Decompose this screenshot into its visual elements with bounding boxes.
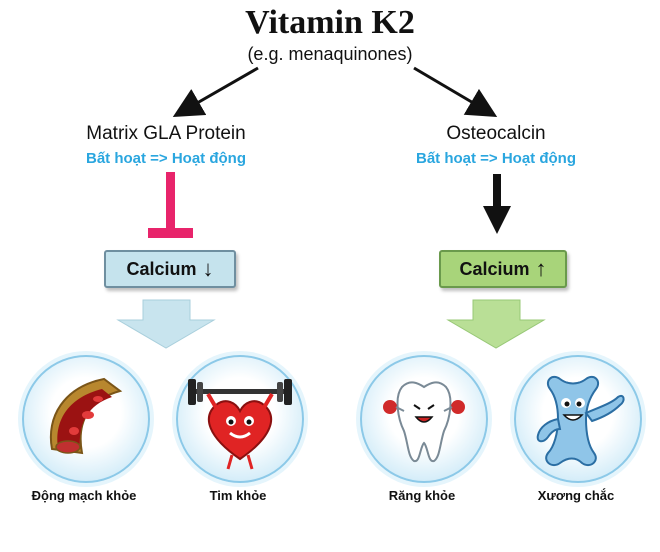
arrow-to-mgp — [172, 66, 259, 117]
mgp-status: Bất hoạt => Hoạt động — [85, 150, 246, 167]
tooth-icon — [383, 381, 465, 463]
right-calcium-label: Calcium — [459, 258, 530, 279]
mgp-title: Matrix GLA Protein — [86, 123, 246, 144]
left-calcium-box: Calcium ↓ — [104, 250, 236, 288]
osteocalcin-status: Bất hoạt => Hoạt động — [415, 150, 576, 167]
inhibition-symbol — [148, 172, 193, 238]
calcium-up-arrow-icon: ↑ — [535, 256, 547, 281]
right-big-arrow — [446, 299, 546, 349]
right-calcium-box: Calcium ↑ — [439, 250, 567, 288]
bone-caption: Xương chắc — [537, 488, 615, 503]
heart-circle — [176, 355, 304, 483]
heart-caption: Tim khỏe — [209, 488, 267, 503]
tooth-circle — [360, 355, 488, 483]
left-big-arrow — [116, 299, 216, 349]
arrow-to-osteocalcin — [413, 66, 498, 118]
bone-circle — [514, 355, 642, 483]
artery-caption: Động mạch khỏe — [31, 488, 137, 503]
artery-icon — [49, 377, 123, 455]
diagram-subtitle: (e.g. menaquinones) — [247, 44, 413, 64]
left-calcium-label: Calcium — [126, 258, 197, 279]
calcium-down-arrow-icon: ↓ — [202, 256, 214, 281]
artery-circle — [22, 355, 150, 483]
osteocalcin-title: Osteocalcin — [446, 123, 546, 144]
diagram-title: Vitamin K2 — [245, 4, 415, 41]
bone-icon — [536, 375, 625, 467]
activation-arrow — [483, 174, 511, 234]
tooth-caption: Răng khỏe — [388, 488, 456, 503]
heart-dumbbell-icon — [188, 379, 292, 470]
